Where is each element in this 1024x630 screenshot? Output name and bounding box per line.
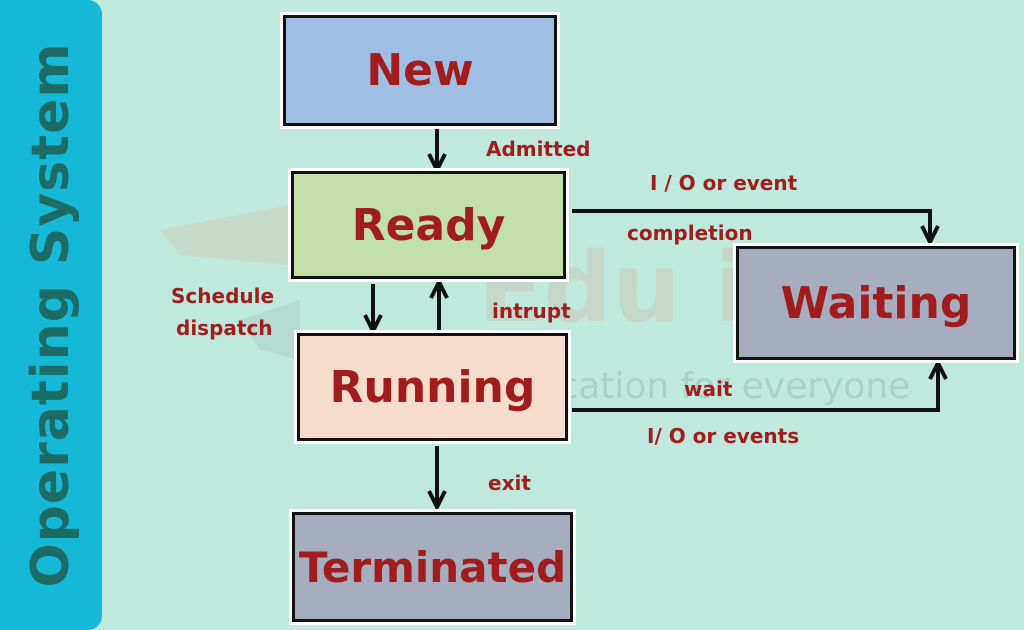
arrow-running-to-waiting — [572, 365, 938, 412]
sidebar-banner: Operating System — [0, 0, 102, 630]
label-admitted: Admitted — [486, 137, 591, 161]
label-io-events: I/ O or events — [647, 424, 800, 448]
arrow-ready-to-waiting — [572, 209, 930, 240]
state-terminated: Terminated — [289, 509, 576, 625]
state-ready: Ready — [288, 168, 569, 282]
label-completion: completion — [627, 221, 753, 245]
state-running: Running — [294, 330, 571, 444]
label-schedule: Schedule — [171, 284, 275, 308]
label-dispatch: dispatch — [176, 316, 273, 340]
label-wait: wait — [684, 377, 733, 401]
label-exit: exit — [488, 471, 531, 495]
label-io-event: I / O or event — [650, 171, 798, 195]
state-waiting: Waiting — [733, 243, 1019, 363]
state-new: New — [280, 12, 560, 129]
label-interrupt: intrupt — [492, 299, 571, 323]
